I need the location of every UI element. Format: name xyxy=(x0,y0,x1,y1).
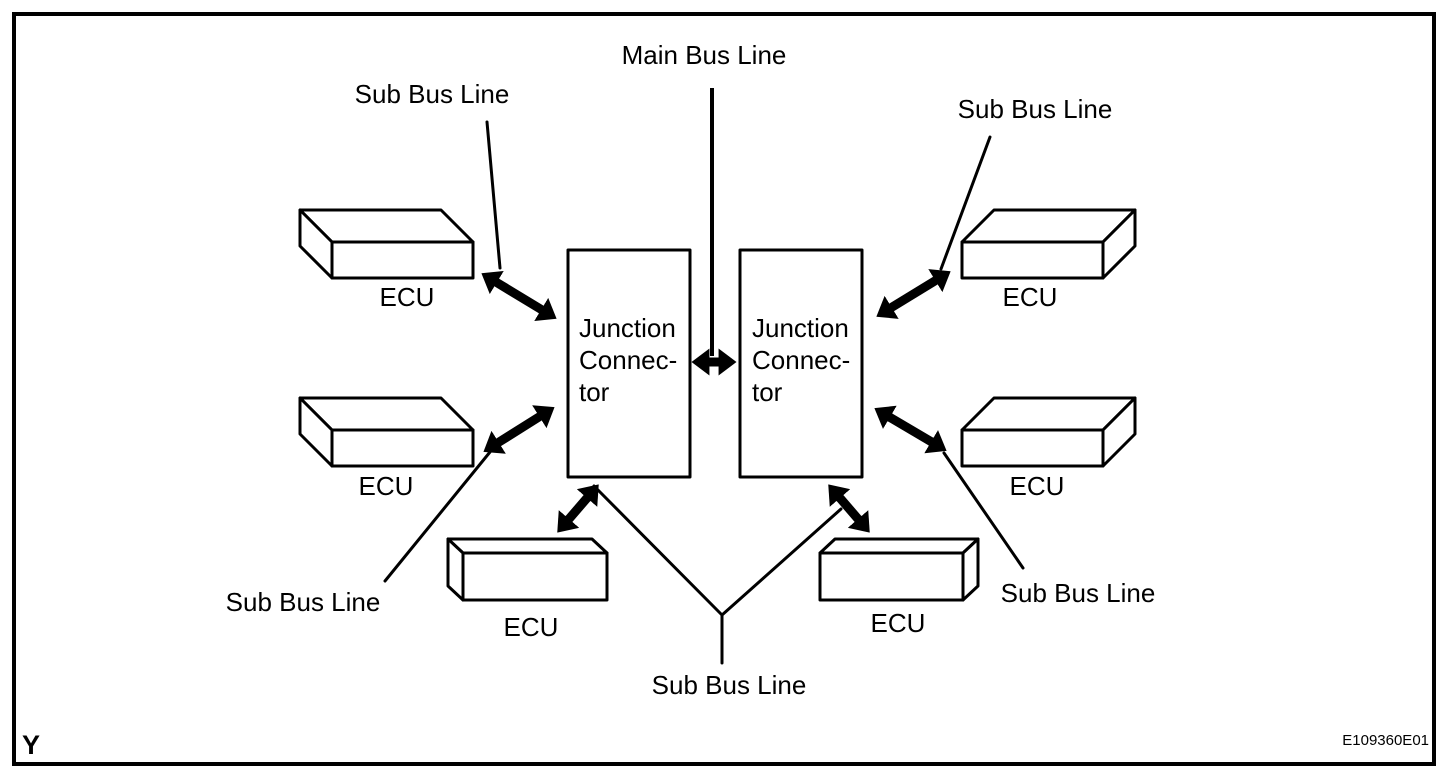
ecu-box-front-face xyxy=(818,551,965,602)
main-bus-line-label: Main Bus Line xyxy=(622,40,787,70)
ecu-label: ECU xyxy=(1003,282,1058,312)
sub-bus-arrow-mid-right xyxy=(874,405,947,454)
figure-corner-mark: Y xyxy=(22,730,40,760)
sub-bus-arrow-bottom-left xyxy=(557,484,599,533)
ecu-node-top-left: ECU xyxy=(298,208,475,312)
ecu-node-bottom-left: ECU xyxy=(446,537,609,642)
ecu-label: ECU xyxy=(1010,471,1065,501)
sub-bus-arrow-bottom-right xyxy=(828,484,870,533)
ecu-box-front-face xyxy=(330,240,475,280)
junction-connector-left-node: Junction Connec- tor xyxy=(566,248,692,479)
ecu-node-top-right: ECU xyxy=(960,208,1137,312)
sub-bus-leader-bottom-right xyxy=(942,451,1025,570)
ecu-box-top-face xyxy=(818,537,980,555)
junction-connector-left-box xyxy=(566,248,692,479)
sub-bus-arrow-top-right xyxy=(876,269,951,319)
ecu-node-mid-left: ECU xyxy=(298,396,475,501)
figure-border xyxy=(12,12,1436,766)
junction-connector-right-box xyxy=(738,248,864,479)
ecu-label: ECU xyxy=(359,471,414,501)
ecu-label: ECU xyxy=(871,608,926,638)
sub-bus-arrow-mid-left xyxy=(483,405,555,454)
sub-bus-line-label-top-left: Sub Bus Line xyxy=(355,79,510,109)
fork-left-line xyxy=(592,484,724,617)
sub-bus-line-label-top-right: Sub Bus Line xyxy=(958,94,1113,124)
sub-bus-leader-top-right xyxy=(939,135,992,271)
ecu-label: ECU xyxy=(380,282,435,312)
junction-connector-right-label: Junction Connec- tor xyxy=(752,313,858,407)
junction-connector-left-label: Junction Connec- tor xyxy=(579,313,685,407)
fork-right-line xyxy=(720,507,843,617)
sub-bus-line-label-bottom-left: Sub Bus Line xyxy=(226,587,381,617)
ecu-box-front-face xyxy=(960,240,1105,280)
sub-bus-arrow-top-left xyxy=(481,270,557,322)
ecu-label: ECU xyxy=(504,612,559,642)
ecu-box-front-face xyxy=(960,428,1105,468)
junction-connector-right-node: Junction Connec- tor xyxy=(738,248,864,479)
ecu-box-front-face xyxy=(330,428,475,468)
sub-bus-line-label-bottom-right: Sub Bus Line xyxy=(1001,578,1156,608)
sub-bus-leader-bottom-center-fork xyxy=(592,484,843,665)
sub-bus-leader-top-left xyxy=(485,120,502,270)
figure-code: E109360E01 xyxy=(1342,732,1429,749)
sub-bus-line-label-bottom-center: Sub Bus Line xyxy=(652,670,807,700)
ecu-node-bottom-right: ECU xyxy=(818,537,980,638)
sub-bus-leader-bottom-left xyxy=(383,450,492,583)
ecu-box-front-face xyxy=(461,551,609,602)
ecu-box-top-face xyxy=(446,537,609,555)
ecu-node-mid-right: ECU xyxy=(960,396,1137,501)
